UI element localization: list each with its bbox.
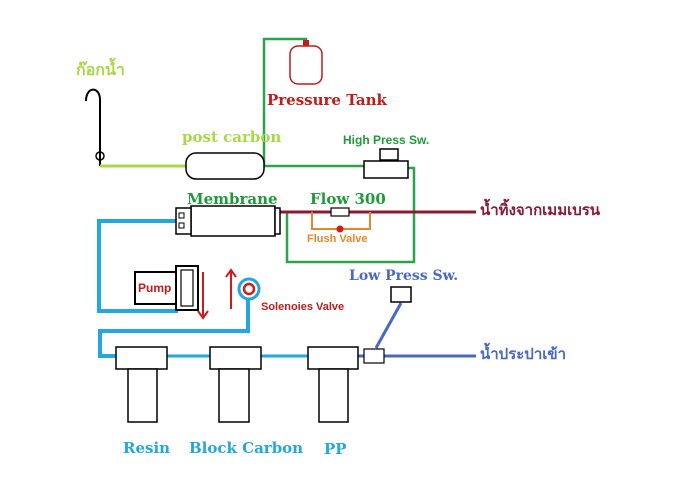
resin-filter-body xyxy=(127,368,158,423)
low-press-switch-label: Low Press Sw. xyxy=(349,268,459,284)
flush-valve-label: Flush Valve xyxy=(307,233,368,245)
post-carbon-filter xyxy=(185,152,265,180)
block-carbon-filter-body xyxy=(218,368,250,423)
post-carbon-label: post carbon xyxy=(182,128,282,146)
faucet-icon xyxy=(85,88,101,166)
pump-motor xyxy=(175,265,199,311)
pp-filter-body xyxy=(318,368,349,423)
reject-water-label: น้ำทิ้งจากเมมเบรน xyxy=(480,201,601,219)
blue-pipe-solenoid xyxy=(98,288,250,358)
flush-valve-dot xyxy=(336,225,344,233)
block-carbon-filter-head xyxy=(209,346,262,370)
membrane-port-1 xyxy=(178,212,185,219)
blue-pipe-membrane-loop xyxy=(97,219,178,313)
membrane-port-2 xyxy=(178,222,185,229)
inlet-water-label: น้ำประปาเข้า xyxy=(480,345,567,363)
membrane-housing xyxy=(190,205,276,237)
membrane-cap-left xyxy=(175,207,192,235)
flow-restrictor xyxy=(330,207,350,217)
arrow-up-icon xyxy=(225,268,237,309)
membrane-cap-right xyxy=(274,207,281,235)
block-carbon-label: Block Carbon xyxy=(189,439,304,457)
low-press-pipe xyxy=(374,302,403,349)
pressure-tank-valve xyxy=(303,40,309,46)
pp-filter-head xyxy=(307,346,359,370)
pump-motor-core xyxy=(180,269,194,307)
membrane-label: Membrane xyxy=(187,190,278,208)
pp-label: PP xyxy=(324,440,347,458)
high-press-switch-body xyxy=(363,160,409,179)
faucet-valve-icon xyxy=(95,151,105,161)
resin-label: Resin xyxy=(123,439,171,457)
solenoid-valve-label: Solenoies Valve xyxy=(261,301,345,313)
inlet-tee-fitting xyxy=(363,348,385,364)
low-press-switch xyxy=(390,286,412,303)
solenoid-valve-inner xyxy=(242,282,256,296)
pump-label: Pump xyxy=(138,281,172,295)
green-pipe-loop xyxy=(285,166,416,264)
pump-body xyxy=(134,271,181,305)
flow-label: Flow 300 xyxy=(310,190,386,208)
faucet-label: ก๊อกน้ำ xyxy=(76,60,125,79)
high-press-switch-label: High Press Sw. xyxy=(343,133,430,147)
pressure-tank xyxy=(289,45,323,85)
high-press-switch-head xyxy=(379,148,399,161)
arrow-down-icon xyxy=(197,272,209,320)
pressure-tank-label: Pressure Tank xyxy=(267,91,387,109)
resin-filter-head xyxy=(115,346,168,370)
